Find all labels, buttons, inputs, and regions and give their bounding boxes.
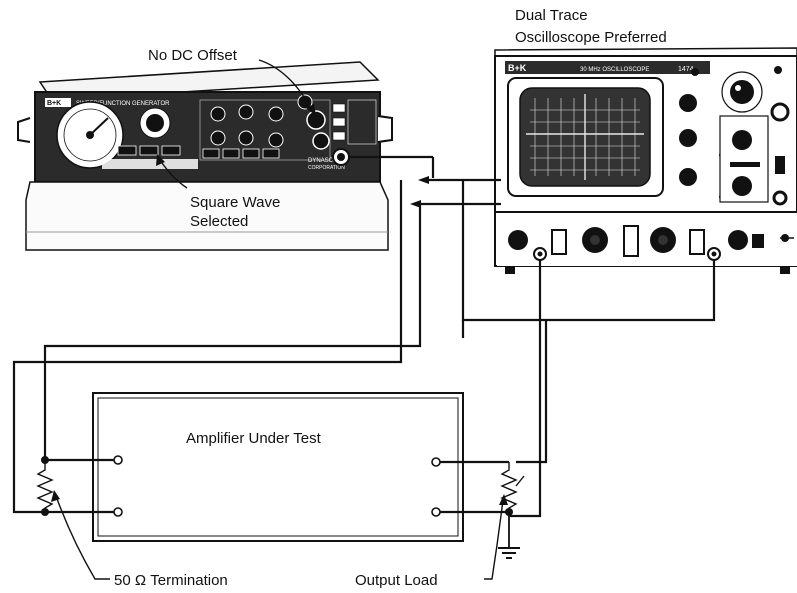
knob-5[interactable] [268, 106, 284, 122]
arrow-icon [418, 176, 429, 184]
oscilloscope: B+K 30 MHz OSCILLOSCOPE 1474 [494, 47, 797, 274]
knob-2[interactable] [210, 130, 226, 146]
amp-input-terminal-bottom[interactable] [113, 507, 123, 517]
knob-4[interactable] [238, 130, 254, 146]
panel-button-1[interactable] [332, 103, 346, 113]
panel-button-3[interactable] [332, 131, 346, 141]
amp-output-terminal-top[interactable] [431, 457, 441, 467]
generator-maker-line1: DYNASCAN [308, 158, 341, 164]
scope-knob-a[interactable] [691, 68, 699, 76]
frequency-dial[interactable] [56, 101, 124, 169]
scope-knob-h[interactable] [770, 102, 790, 122]
wiring [12, 155, 716, 518]
scope-foot-right [780, 266, 790, 274]
scope-brand-strip [505, 61, 710, 74]
amplitude-knob[interactable] [312, 132, 330, 150]
switch-3[interactable] [242, 148, 260, 159]
switch-2[interactable] [222, 148, 240, 159]
knob-1[interactable] [210, 106, 226, 122]
switch-4[interactable] [262, 148, 280, 159]
arrow-icon [499, 494, 508, 505]
scope-brand: B+K [508, 63, 527, 73]
output-load-resistor [500, 462, 525, 516]
scope-knob-i[interactable] [732, 130, 752, 150]
output-load-label: Output Load [355, 572, 438, 589]
ch1-position-knob[interactable] [508, 230, 528, 250]
generator-left-handle [17, 117, 31, 143]
scope-knob-b[interactable] [679, 94, 697, 112]
scope-knob-c[interactable] [679, 129, 697, 147]
generator-maker-line2: CORPORATION [308, 165, 345, 171]
square-wave-label-line1: Square Wave [190, 194, 280, 211]
amp-output-terminal-bottom[interactable] [431, 507, 441, 517]
scope-knob-d[interactable] [679, 168, 697, 186]
ch1-switch[interactable] [551, 229, 567, 255]
generator-right-handle [377, 115, 393, 143]
knob-3[interactable] [238, 104, 254, 120]
knob-6[interactable] [268, 132, 284, 148]
timebase-knob[interactable] [721, 71, 763, 113]
no-dc-offset-label: No DC Offset [148, 47, 238, 64]
scope-knob-g[interactable] [774, 66, 782, 74]
square-button[interactable] [139, 145, 159, 156]
generator-knob-bank [199, 94, 331, 161]
scope-slider-1[interactable] [730, 162, 760, 167]
generator-brand: B+K [47, 100, 61, 107]
arrow-icon [410, 200, 421, 208]
termination-resistor [36, 456, 54, 516]
range-knob[interactable] [139, 107, 171, 139]
arrow-icon [51, 490, 60, 502]
scope-foot-left [505, 266, 515, 274]
switch-1[interactable] [202, 148, 220, 159]
scope-model: 1474 [678, 66, 694, 73]
sine-button[interactable] [117, 145, 137, 156]
output-load-callout [484, 499, 504, 580]
function-generator: B+K SWEEP/FUNCTION GENERATOR [17, 61, 393, 251]
scope-label-line1: Dual Trace [515, 7, 588, 24]
amp-input-terminal-top[interactable] [113, 455, 123, 465]
scope-switch-right[interactable] [775, 156, 785, 174]
dc-offset-knob[interactable] [306, 110, 326, 130]
ch2-input-jack[interactable] [707, 247, 721, 261]
amplifier-under-test: Amplifier Under Test [92, 392, 464, 542]
ground-terminal-icon [780, 234, 794, 242]
termination-label: 50 Ω Termination [114, 572, 228, 589]
arrow-icon [156, 154, 165, 166]
generator-output-jack[interactable] [332, 148, 350, 166]
scope-knob-k[interactable] [772, 190, 788, 206]
power-switch[interactable] [752, 234, 764, 248]
ch2-position-knob[interactable] [728, 230, 748, 250]
ch2-switch[interactable] [689, 229, 705, 255]
scope-knob-j[interactable] [732, 176, 752, 196]
ch1-input-jack[interactable] [533, 247, 547, 261]
knob-7[interactable] [297, 94, 313, 110]
termination-callout [55, 495, 110, 580]
no-dc-offset-callout [258, 59, 313, 111]
scope-label-line2: Oscilloscope Preferred [515, 29, 667, 46]
ground-icon [498, 512, 520, 559]
mode-switch[interactable] [623, 225, 639, 257]
square-wave-label-line2: Selected [190, 213, 248, 230]
scope-title: 30 MHz OSCILLOSCOPE [580, 67, 649, 73]
amplifier-label: Amplifier Under Test [186, 430, 322, 447]
generator-name: SWEEP/FUNCTION GENERATOR [76, 101, 170, 107]
panel-button-2[interactable] [332, 117, 346, 127]
arrow-icon [306, 104, 316, 116]
crt-graticule [526, 94, 644, 180]
triangle-button[interactable] [161, 145, 181, 156]
